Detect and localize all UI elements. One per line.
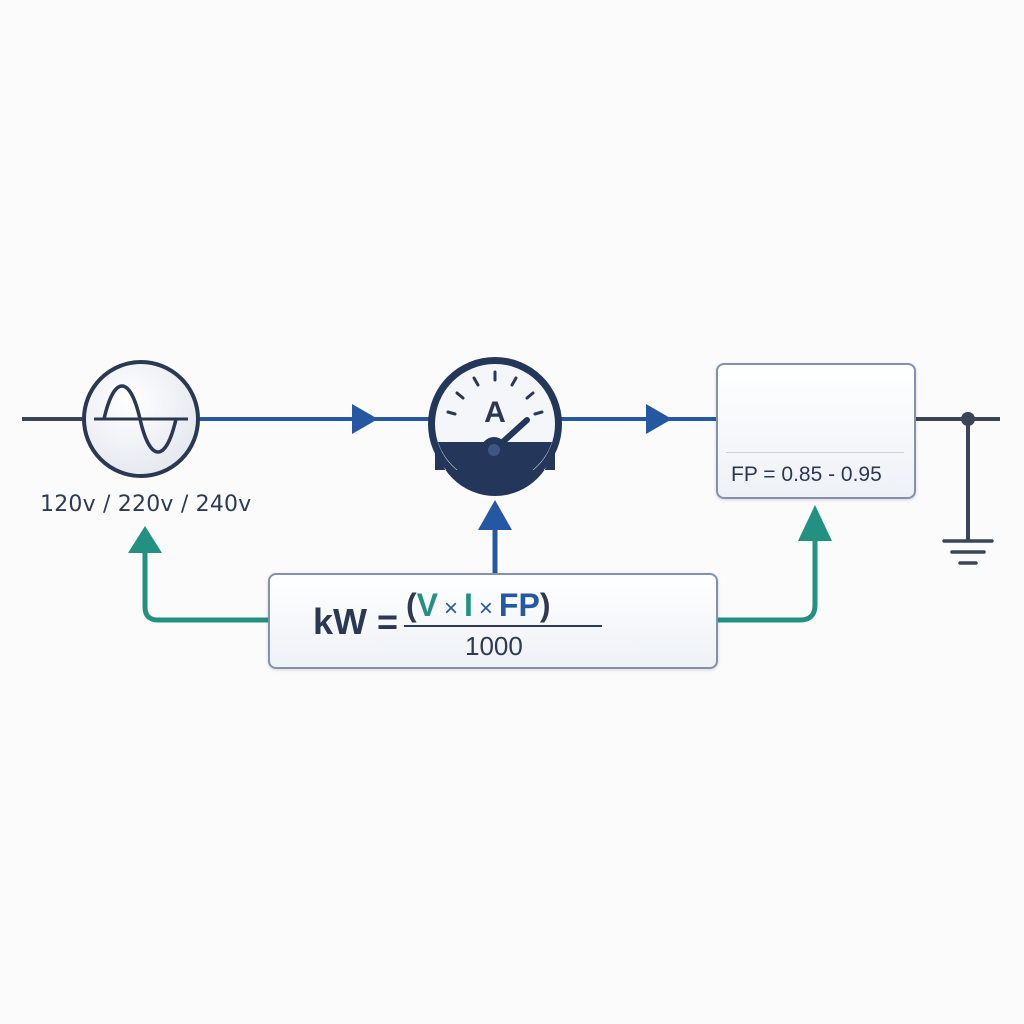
load-box bbox=[716, 363, 916, 499]
ground-icon bbox=[942, 539, 994, 565]
flow-arrow-1 bbox=[352, 404, 378, 434]
load-divider bbox=[726, 452, 904, 453]
numerator-open-paren: ( bbox=[406, 587, 417, 623]
formula-numerator: (V×I×FP) bbox=[406, 587, 602, 624]
formula-denominator: 1000 bbox=[465, 631, 523, 661]
meter-input-arrow bbox=[478, 500, 512, 530]
formula-box bbox=[268, 573, 718, 669]
ac-source-icon bbox=[82, 360, 200, 478]
voltage-label: 120v / 220v / 240v bbox=[40, 492, 252, 517]
numerator-close-paren: ) bbox=[539, 587, 551, 623]
feedback-path-right bbox=[714, 540, 818, 623]
flow-arrow-2 bbox=[646, 404, 672, 434]
ammeter-icon bbox=[428, 357, 562, 496]
variable-power-factor: FP bbox=[498, 587, 540, 623]
variable-voltage: V bbox=[416, 587, 438, 623]
feedback-arrow-right bbox=[798, 505, 832, 541]
times-operator-2: × bbox=[478, 595, 493, 622]
fraction-bar bbox=[404, 625, 602, 627]
times-operator-1: × bbox=[444, 595, 459, 622]
power-factor-label: FP = 0.85 - 0.95 bbox=[731, 463, 882, 486]
variable-current: I bbox=[464, 587, 473, 623]
feedback-path-left bbox=[142, 552, 268, 623]
formula-lhs: kW = bbox=[313, 601, 399, 642]
ammeter-symbol: A bbox=[484, 396, 506, 429]
feedback-arrow-left bbox=[128, 526, 162, 553]
